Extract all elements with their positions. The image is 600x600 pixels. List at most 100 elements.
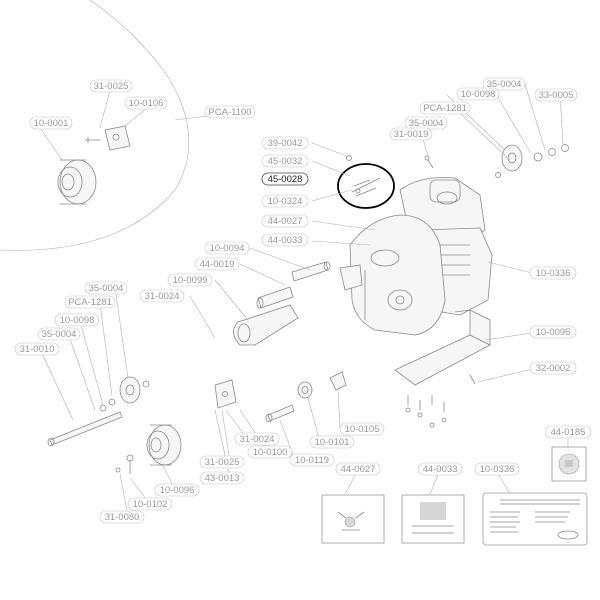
decal-44-0185 xyxy=(551,446,587,482)
callout-10-0098-tr[interactable]: 10-0098 xyxy=(456,87,500,101)
callout-10-0094[interactable]: 10-0094 xyxy=(204,241,250,255)
svg-text:10-0001: 10-0001 xyxy=(34,118,69,129)
svg-text:10-0095: 10-0095 xyxy=(536,327,571,338)
callout-31-0010[interactable]: 31-0010 xyxy=(14,342,60,356)
bolt-31-0080 xyxy=(115,454,134,474)
svg-text:PCA-1281: PCA-1281 xyxy=(68,297,112,308)
svg-text:31-0024: 31-0024 xyxy=(145,291,180,302)
callout-10-0001[interactable]: 10-0001 xyxy=(29,116,73,130)
svg-text:10-0094: 10-0094 xyxy=(210,243,245,254)
highlighted-part-45-0028[interactable] xyxy=(337,163,395,209)
callout-31-0080[interactable]: 31-0080 xyxy=(99,510,145,524)
serial-plate-10-0336 xyxy=(482,492,588,546)
callout-35-0004-tr[interactable]: 35-0004 xyxy=(482,77,526,91)
svg-text:35-0004: 35-0004 xyxy=(42,329,77,340)
svg-text:39-0042: 39-0042 xyxy=(268,138,303,149)
bracket-43-0013 xyxy=(214,379,237,409)
bolt-31-0019 xyxy=(424,155,434,169)
callout-10-0100[interactable]: 10-0100 xyxy=(247,445,293,459)
callout-35-0004-tr2[interactable]: 35-0004 xyxy=(404,116,448,130)
svg-text:10-0102: 10-0102 xyxy=(133,499,168,510)
callout-10-0095[interactable]: 10-0095 xyxy=(529,325,577,339)
callout-10-0336-r[interactable]: 10-0336 xyxy=(529,266,577,280)
callout-43-0013[interactable]: 43-0013 xyxy=(199,471,245,485)
svg-text:10-0101: 10-0101 xyxy=(315,437,350,448)
callout-44-0019[interactable]: 44-0019 xyxy=(194,257,240,271)
bolt-39-0042 xyxy=(346,155,352,161)
callout-44-0027-b[interactable]: 44-0027 xyxy=(335,462,381,476)
callout-10-0106[interactable]: 10-0106 xyxy=(124,96,168,110)
callout-33-0005[interactable]: 33-0005 xyxy=(534,88,578,102)
callout-44-0033-b[interactable]: 44-0033 xyxy=(417,462,463,476)
svg-text:10-0105: 10-0105 xyxy=(345,424,380,435)
decal-44-0027 xyxy=(321,494,385,544)
svg-text:10-0099: 10-0099 xyxy=(173,275,208,286)
callout-10-0101[interactable]: 10-0101 xyxy=(309,435,355,449)
svg-text:43-0013: 43-0013 xyxy=(205,473,240,484)
callout-pca-1281-tr[interactable]: PCA-1281 xyxy=(419,101,471,115)
callout-10-0096[interactable]: 10-0096 xyxy=(154,483,200,497)
wheel-10-0096 xyxy=(146,424,182,466)
callout-pca-1281-l[interactable]: PCA-1281 xyxy=(64,295,116,309)
callout-10-0336-b[interactable]: 10-0336 xyxy=(474,462,520,476)
svg-text:PCA-1100: PCA-1100 xyxy=(208,107,251,118)
long-bolt-31-0010 xyxy=(47,411,123,447)
callout-10-0098-l[interactable]: 10-0098 xyxy=(54,313,100,327)
shaft-10-0094 xyxy=(256,261,331,309)
callout-45-0028[interactable]: 45-0028 xyxy=(261,172,309,186)
svg-text:33-0005: 33-0005 xyxy=(539,90,574,101)
callout-44-0185[interactable]: 44-0185 xyxy=(544,425,592,439)
bracket-10-0106 xyxy=(85,125,131,151)
svg-text:10-0336: 10-0336 xyxy=(480,464,515,475)
svg-text:31-0024: 31-0024 xyxy=(240,434,275,445)
callout-45-0032[interactable]: 45-0032 xyxy=(261,154,309,168)
svg-text:PCA-1281: PCA-1281 xyxy=(423,103,467,114)
callout-32-0002[interactable]: 32-0002 xyxy=(529,361,577,375)
sprocket-left xyxy=(99,376,150,412)
svg-text:44-0019: 44-0019 xyxy=(200,259,235,270)
svg-text:10-0106: 10-0106 xyxy=(129,98,164,109)
svg-text:31-0025: 31-0025 xyxy=(205,457,240,468)
callout-35-0004-l2[interactable]: 35-0004 xyxy=(37,327,81,341)
svg-text:44-0033: 44-0033 xyxy=(423,464,458,475)
callout-10-0102[interactable]: 10-0102 xyxy=(127,497,173,511)
svg-text:45-0032: 45-0032 xyxy=(268,156,303,167)
callout-10-0099[interactable]: 10-0099 xyxy=(167,273,213,287)
callout-39-0042[interactable]: 39-0042 xyxy=(261,136,309,150)
callout-31-0024-l[interactable]: 31-0024 xyxy=(139,289,185,303)
callout-31-0025-b[interactable]: 31-0025 xyxy=(199,455,245,469)
callout-10-0105[interactable]: 10-0105 xyxy=(339,422,385,436)
callout-44-0033[interactable]: 44-0033 xyxy=(261,233,309,247)
svg-text:10-0098: 10-0098 xyxy=(60,315,95,326)
callout-31-0019[interactable]: 31-0019 xyxy=(389,127,433,141)
callout-31-0024-b[interactable]: 31-0024 xyxy=(234,432,280,446)
svg-text:44-0027: 44-0027 xyxy=(268,216,303,227)
svg-text:31-0025: 31-0025 xyxy=(94,81,129,92)
callout-pca-1100[interactable]: PCA-1100 xyxy=(204,105,256,119)
callout-10-0119[interactable]: 10-0119 xyxy=(289,453,335,467)
callout-44-0027[interactable]: 44-0027 xyxy=(261,214,309,228)
callout-31-0025-top[interactable]: 31-0025 xyxy=(89,79,133,93)
svg-text:31-0019: 31-0019 xyxy=(394,129,429,140)
svg-text:45-0028: 45-0028 xyxy=(268,174,303,185)
svg-text:10-0324: 10-0324 xyxy=(268,196,303,207)
base-plate-10-0095 xyxy=(394,309,491,386)
wheel-10-0001 xyxy=(57,159,97,205)
gearbox-housing xyxy=(339,214,446,336)
callout-10-0324[interactable]: 10-0324 xyxy=(261,194,309,208)
svg-text:10-0098: 10-0098 xyxy=(461,89,496,100)
svg-text:10-0336: 10-0336 xyxy=(536,268,571,279)
decal-44-0033 xyxy=(401,494,465,544)
small-parts-center xyxy=(265,371,347,423)
svg-text:31-0010: 31-0010 xyxy=(20,344,55,355)
svg-text:32-0002: 32-0002 xyxy=(536,363,571,374)
callout-35-0004-l[interactable]: 35-0004 xyxy=(84,281,128,295)
svg-text:35-0004: 35-0004 xyxy=(487,79,522,90)
svg-text:31-0080: 31-0080 xyxy=(105,512,140,523)
svg-text:10-0119: 10-0119 xyxy=(295,455,329,466)
detail-circle xyxy=(0,0,190,251)
svg-text:44-0185: 44-0185 xyxy=(551,427,586,438)
handle-arm-10-0099 xyxy=(233,304,299,346)
svg-text:10-0100: 10-0100 xyxy=(253,447,288,458)
